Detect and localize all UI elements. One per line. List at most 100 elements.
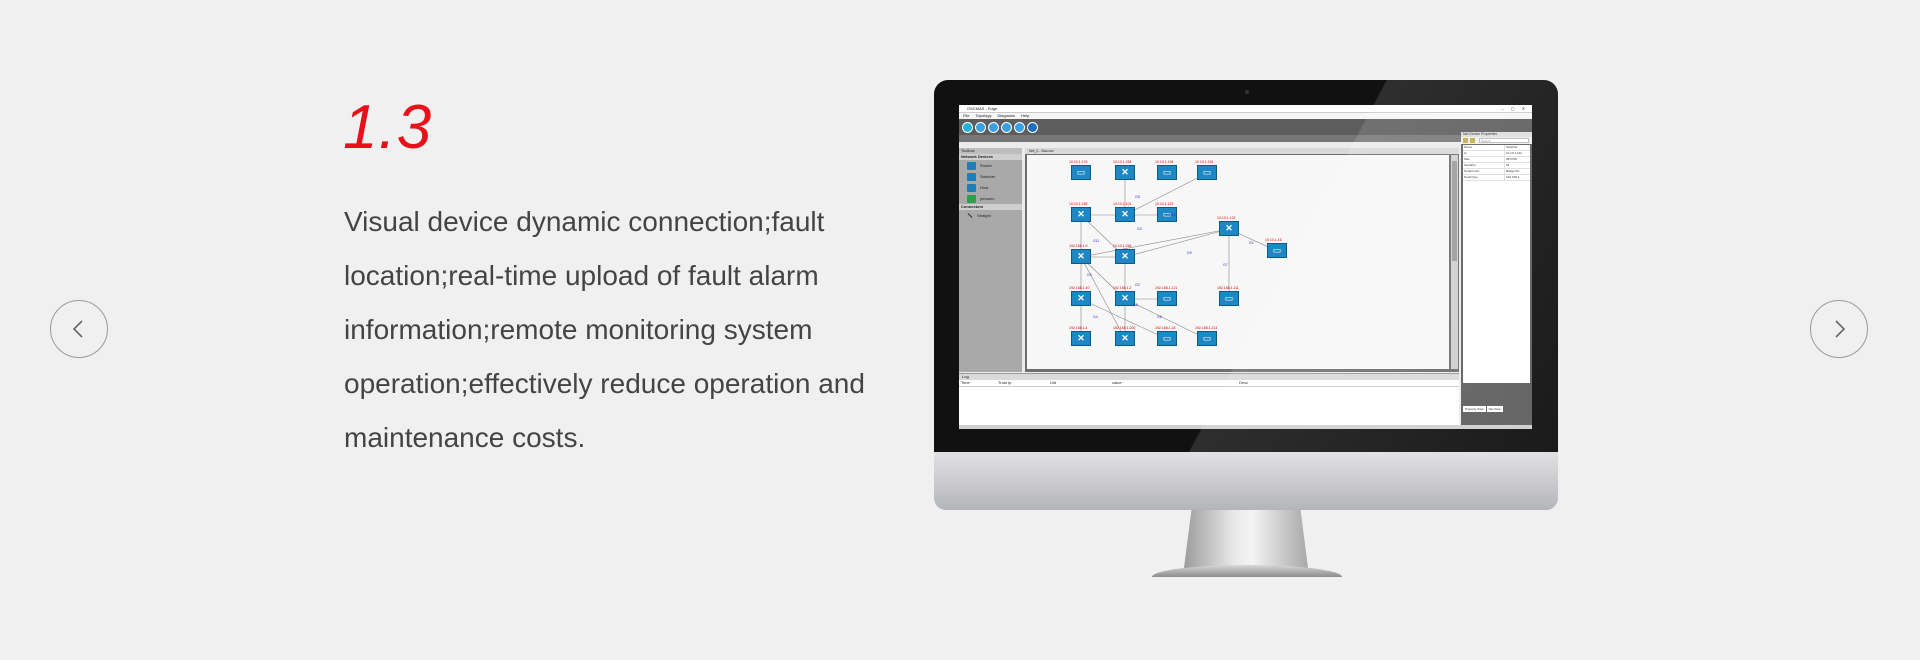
monitor-chin [934,452,1558,510]
zoom-icon[interactable] [1001,121,1012,133]
person-icon [967,194,976,203]
toolbox-item-label: Host [980,185,989,190]
log-col-uid[interactable]: Uid [1050,380,1057,385]
topology-link [1080,228,1230,258]
pc-device-icon[interactable]: ▭ [1157,207,1177,222]
toolbox-item-person[interactable]: personn [959,193,1022,204]
log-col-time[interactable]: Time [961,380,970,385]
device-label: 192.168.1.18 [1155,326,1176,330]
canvas-scrollbar[interactable] [1451,155,1458,369]
pc-device-icon[interactable]: ▭ [1197,165,1217,180]
switch-device-icon[interactable]: ✕ [1071,249,1091,264]
log-col-trustip[interactable]: Trust Ip [998,380,1012,385]
switch-device-icon[interactable]: ✕ [1219,221,1239,236]
property-key: NodeType [1463,175,1505,180]
property-value: 192.168.1 [1506,175,1520,179]
search-icon[interactable] [988,121,999,133]
device-label: 192.168.1.4 [1069,326,1088,330]
switch-device-icon[interactable]: ✕ [1115,165,1135,180]
link-label: G6 [1157,315,1162,319]
canvas-tab[interactable]: Net_0 - Bus.csv [1025,148,1459,154]
pc-device-icon[interactable]: ▭ [1071,165,1091,180]
property-key: SerialNo [1463,163,1505,168]
device-label: 192.168.1.121 [1155,286,1178,290]
toolbox-group-connectors[interactable]: Connectors [959,204,1022,210]
prev-slide-button[interactable] [50,300,108,358]
window-title: OSCMAS - Edge ‒ ▢ ✕ [959,105,1532,113]
canvas-scrollbar-thumb[interactable] [1452,161,1457,261]
topology-link [1124,228,1230,258]
device-label: 10.10.1.151 [1195,160,1214,164]
menu-topology[interactable]: Topology [975,113,992,118]
switch-device-icon[interactable]: ✕ [1115,331,1135,346]
menu-file[interactable]: File [963,113,970,118]
link-label: G1 [1249,241,1254,245]
log-panel: Log Time Trust Ip Uid value Desc [959,373,1459,429]
discover-icon[interactable] [975,121,986,133]
refresh-icon[interactable] [962,121,973,133]
menu-help[interactable]: Help [1021,113,1030,118]
pc-device-icon[interactable]: ▭ [1157,331,1177,346]
toolbox-item-label: Router [980,163,993,168]
property-value: 24 [1506,163,1510,167]
line-icon [967,213,973,218]
device-label: 192.168.1.2 [1113,286,1132,290]
link-label: G9 [1187,251,1192,255]
link-label: G7 [1223,263,1228,267]
pc-device-icon[interactable]: ▭ [1157,165,1177,180]
toolbox-item-label: Switcher [980,174,996,179]
device-label: 192.168.1.9 [1069,244,1088,248]
switch-device-icon[interactable]: ✕ [1115,207,1135,222]
property-key: Ip [1463,151,1505,156]
log-col-value[interactable]: value [1112,380,1122,385]
pc-device-icon[interactable]: ▭ [1197,331,1217,346]
tab-property-view[interactable]: Property View [1463,406,1486,412]
pc-device-icon[interactable]: ▭ [1267,243,1287,258]
tab-net-view[interactable]: Net View [1486,406,1503,412]
toolbox-group-devices[interactable]: Network Devices [959,154,1022,160]
toolbox-item-host[interactable]: Host [959,182,1022,193]
switch-device-icon[interactable]: ✕ [1071,291,1091,306]
monitor-foot [1152,565,1342,577]
link-label: G16 [1169,213,1176,217]
screen: OSCMAS - Edge ‒ ▢ ✕ File Topology Diagno… [959,105,1532,429]
properties-search-input[interactable]: Search [1479,138,1529,143]
settings-icon[interactable] [1027,121,1038,133]
imac-illustration: OSCMAS - Edge ‒ ▢ ✕ File Topology Diagno… [934,80,1558,585]
device-label: 10.10.1.122 [1155,202,1174,206]
user-icon[interactable] [1014,121,1025,133]
sub-toolbar [959,135,1532,142]
pc-device-icon[interactable]: ▭ [1219,291,1239,306]
pc-device-icon[interactable]: ▭ [1157,291,1177,306]
switch-device-icon[interactable]: ✕ [1115,249,1135,264]
status-bar [959,425,1532,429]
device-label: 10.10.1.248 [1069,202,1088,206]
property-key: Mac [1463,157,1505,162]
log-col-desc[interactable]: Desc [1239,380,1249,385]
host-icon [967,183,976,192]
menu-diagnosis[interactable]: Diagnosis [997,113,1016,118]
log-columns: Time Trust Ip Uid value Desc [959,380,1459,387]
filter-icon[interactable] [1470,138,1475,143]
topology-canvas[interactable]: 10.10.1.176▭10.10.1.254✕10.10.1.194▭10.1… [1027,155,1449,369]
switch-device-icon[interactable]: ✕ [1115,291,1135,306]
chevron-left-icon [72,320,83,338]
toolbox-item-router[interactable]: Router [959,160,1022,171]
toolbox-item-switcher[interactable]: Switcher [959,171,1022,182]
device-label: 192.168.1.200 [1113,326,1136,330]
toolbox-item-straight[interactable]: Straight [959,210,1022,221]
switch-device-icon[interactable]: ✕ [1071,207,1091,222]
property-key: NodeCount [1463,169,1505,174]
switch-device-icon[interactable]: ✕ [1071,331,1091,346]
router-icon [967,161,976,170]
next-slide-button[interactable] [1810,300,1868,358]
link-label: G8 [1133,303,1138,307]
property-value: 98:6f:58 [1506,157,1517,161]
sort-icon[interactable] [1463,138,1468,143]
